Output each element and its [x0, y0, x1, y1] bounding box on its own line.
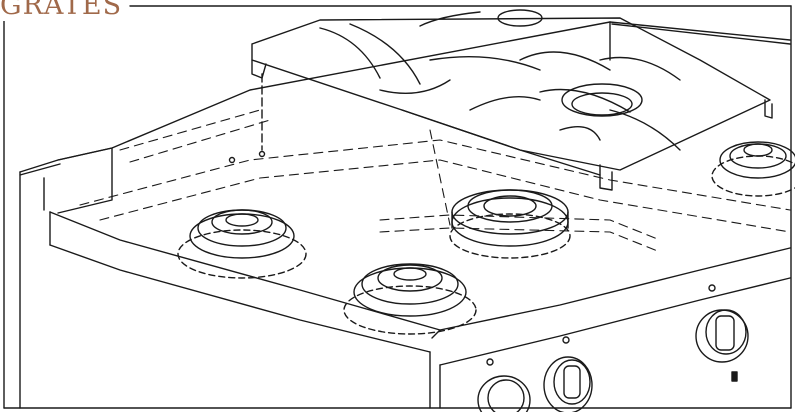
knob-left	[477, 358, 531, 412]
grate	[251, 9, 773, 191]
indicator-mark	[731, 371, 738, 382]
page-title: GRATES	[0, 0, 129, 21]
pan-outline	[79, 109, 791, 253]
knob-middle	[543, 336, 593, 412]
burner-center	[449, 189, 571, 259]
alignment-guide	[228, 73, 266, 164]
burner-front-left	[343, 263, 477, 335]
burner-rear-left	[177, 209, 307, 279]
knob-right	[695, 284, 749, 363]
cooktop-body	[19, 21, 791, 409]
illustration-border	[3, 5, 792, 409]
burner-rear-right	[711, 141, 795, 197]
